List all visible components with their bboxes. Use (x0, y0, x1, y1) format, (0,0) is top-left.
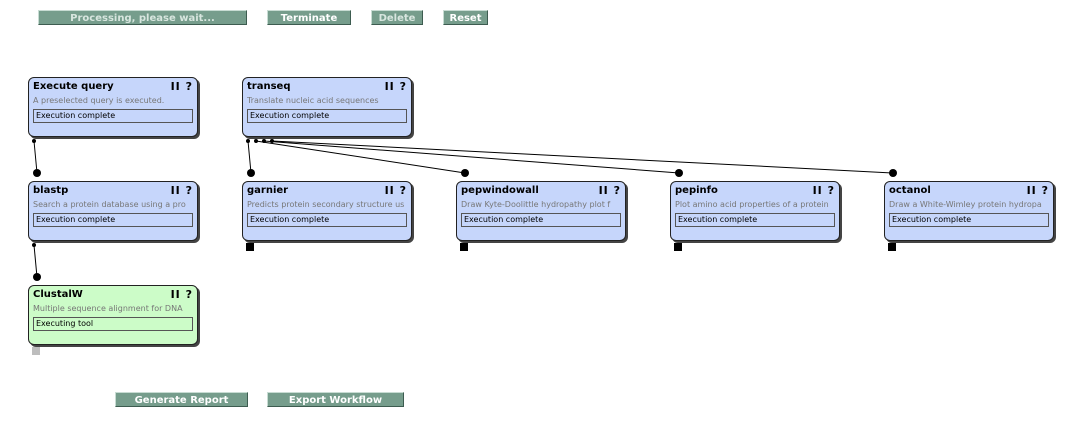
node-title: Execute query (33, 81, 114, 92)
connection-transeq-octanol (271, 140, 894, 174)
reset-button[interactable]: Reset (443, 10, 488, 25)
node-description: Plot amino acid properties of a protein (675, 200, 829, 209)
connection-transeq-pepinfo (263, 140, 680, 174)
pause-help-controls[interactable]: II ? (384, 80, 407, 93)
node-title: transeq (247, 81, 291, 92)
node-status: Execution complete (33, 213, 193, 227)
output-port (32, 139, 36, 143)
node-title: octanol (889, 185, 931, 196)
output-square[interactable] (674, 243, 682, 251)
pause-help-controls[interactable]: II ? (384, 184, 407, 197)
node-description: Draw a White-Wimley protein hydropa (889, 200, 1042, 209)
node-octanol[interactable]: octanol II ? Draw a White-Wimley protein… (884, 181, 1054, 241)
input-port (675, 169, 683, 177)
node-title: blastp (33, 185, 69, 196)
input-port (461, 169, 469, 177)
input-port (889, 169, 897, 177)
connection-query-blastp (33, 140, 38, 174)
export-workflow-button[interactable]: Export Workflow (267, 392, 404, 407)
node-status: Execution complete (247, 213, 407, 227)
output-square[interactable] (888, 243, 896, 251)
node-status: Execution complete (33, 109, 193, 123)
generate-report-button[interactable]: Generate Report (115, 392, 248, 407)
node-clustalw[interactable]: ClustalW II ? Multiple sequence alignmen… (28, 285, 198, 345)
node-garnier[interactable]: garnier II ? Predicts protein secondary … (242, 181, 412, 241)
node-status: Execution complete (461, 213, 621, 227)
output-port (246, 139, 250, 143)
output-square (32, 347, 40, 355)
output-square[interactable] (246, 243, 254, 251)
node-status: Execution complete (247, 109, 407, 123)
output-port (254, 139, 258, 143)
node-pepinfo[interactable]: pepinfo II ? Plot amino acid properties … (670, 181, 840, 241)
output-port (270, 139, 274, 143)
pause-help-controls[interactable]: II ? (1026, 184, 1049, 197)
node-execute-query[interactable]: Execute query II ? A preselected query i… (28, 77, 198, 137)
input-port (247, 169, 255, 177)
pause-help-controls[interactable]: II ? (170, 80, 193, 93)
node-title: pepinfo (675, 185, 718, 196)
delete-button: Delete (371, 10, 423, 25)
node-blastp[interactable]: blastp II ? Search a protein database us… (28, 181, 198, 241)
input-port (33, 273, 41, 281)
pause-help-controls[interactable]: II ? (170, 288, 193, 301)
node-pepwindowall[interactable]: pepwindowall II ? Draw Kyte-Doolittle hy… (456, 181, 626, 241)
pause-help-controls[interactable]: II ? (598, 184, 621, 197)
output-port (262, 139, 266, 143)
terminate-button[interactable]: Terminate (267, 10, 351, 25)
node-description: A preselected query is executed. (33, 96, 165, 105)
node-status: Execution complete (675, 213, 835, 227)
node-title: garnier (247, 185, 289, 196)
input-port (33, 169, 41, 177)
node-status: Execution complete (889, 213, 1049, 227)
node-transeq[interactable]: transeq II ? Translate nucleic acid sequ… (242, 77, 412, 137)
node-description: Draw Kyte-Doolittle hydropathy plot f (461, 200, 611, 209)
node-title: pepwindowall (461, 185, 539, 196)
node-status: Executing tool (33, 317, 193, 331)
output-port (32, 243, 36, 247)
connection-blastp-clustalw (33, 244, 38, 278)
pause-help-controls[interactable]: II ? (170, 184, 193, 197)
connection-transeq-garnier (247, 140, 252, 174)
connection-transeq-pepwindowall (255, 140, 466, 174)
node-description: Predicts protein secondary structure us (247, 200, 405, 209)
node-description: Translate nucleic acid sequences (247, 96, 379, 105)
node-description: Search a protein database using a pro (33, 200, 186, 209)
processing-button: Processing, please wait... (38, 10, 247, 25)
node-description: Multiple sequence alignment for DNA (33, 304, 183, 313)
pause-help-controls[interactable]: II ? (812, 184, 835, 197)
output-square[interactable] (460, 243, 468, 251)
node-title: ClustalW (33, 289, 83, 300)
